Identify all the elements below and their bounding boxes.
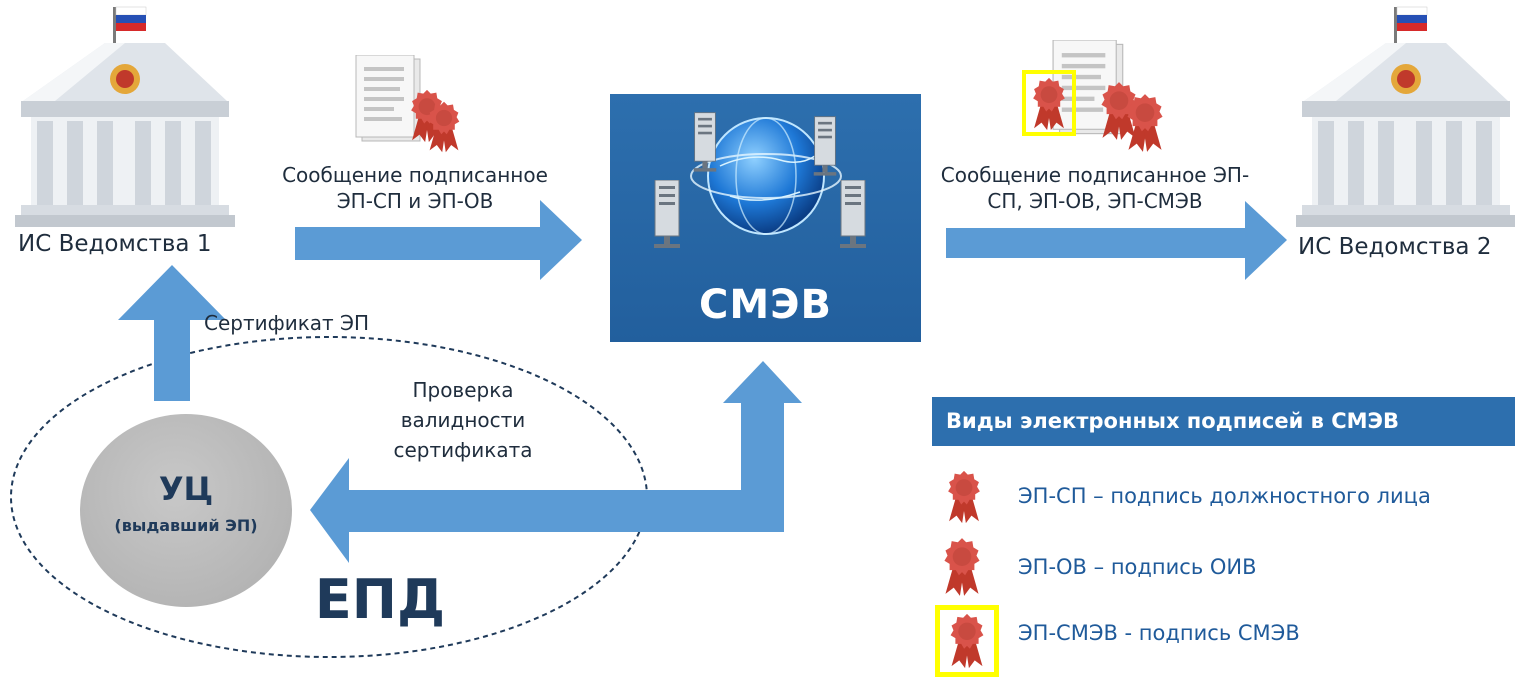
arrow-validity-check — [310, 361, 802, 563]
message-left-text: Сообщение подписанное ЭП-СП и ЭП-ОВ — [282, 163, 548, 213]
smev-signature-highlight — [1022, 70, 1076, 136]
legend-title: Виды электронных подписей в СМЭВ — [932, 397, 1515, 446]
legend-seal-ov-icon — [940, 536, 984, 598]
ca-title: УЦ — [158, 470, 214, 508]
certificate-label: Сертификат ЭП — [204, 311, 370, 335]
epd-label: ЕПД — [314, 568, 446, 631]
legend-seal-smev-icon — [947, 612, 987, 670]
legend-seal-sp-icon — [944, 469, 984, 525]
seal-smev-right-icon — [1030, 76, 1068, 132]
agency-right-label: ИС Ведомства 2 — [1298, 234, 1492, 260]
ca-circle — [80, 414, 292, 607]
agency-left-label: ИС Ведомства 1 — [18, 231, 212, 257]
legend-smev-highlight — [935, 605, 999, 677]
building-left-icon — [15, 3, 235, 233]
building-right-icon — [1296, 3, 1515, 233]
smev-network-icon — [653, 112, 867, 249]
validity-check-text: Проверка валидности сертификата — [393, 378, 533, 462]
smev-title: СМЭВ — [698, 282, 832, 328]
legend-item-sp: ЭП-СП – подпись должностного лица — [1018, 484, 1431, 508]
legend-item-ov: ЭП-ОВ – подпись ОИВ — [1018, 555, 1257, 579]
arrow-certificate-up — [118, 265, 226, 401]
message-right-text: Сообщение подписанное ЭП-СП, ЭП-ОВ, ЭП-С… — [940, 163, 1250, 213]
seal-ov-right-icon — [1124, 92, 1166, 154]
arrow-to-agency-right — [946, 201, 1287, 280]
ca-subtitle: (выдавший ЭП) — [114, 516, 258, 535]
seal-ov-left-icon — [426, 100, 462, 154]
legend-item-smev: ЭП-СМЭВ - подпись СМЭВ — [1018, 621, 1300, 645]
arrow-to-smev — [295, 200, 582, 280]
